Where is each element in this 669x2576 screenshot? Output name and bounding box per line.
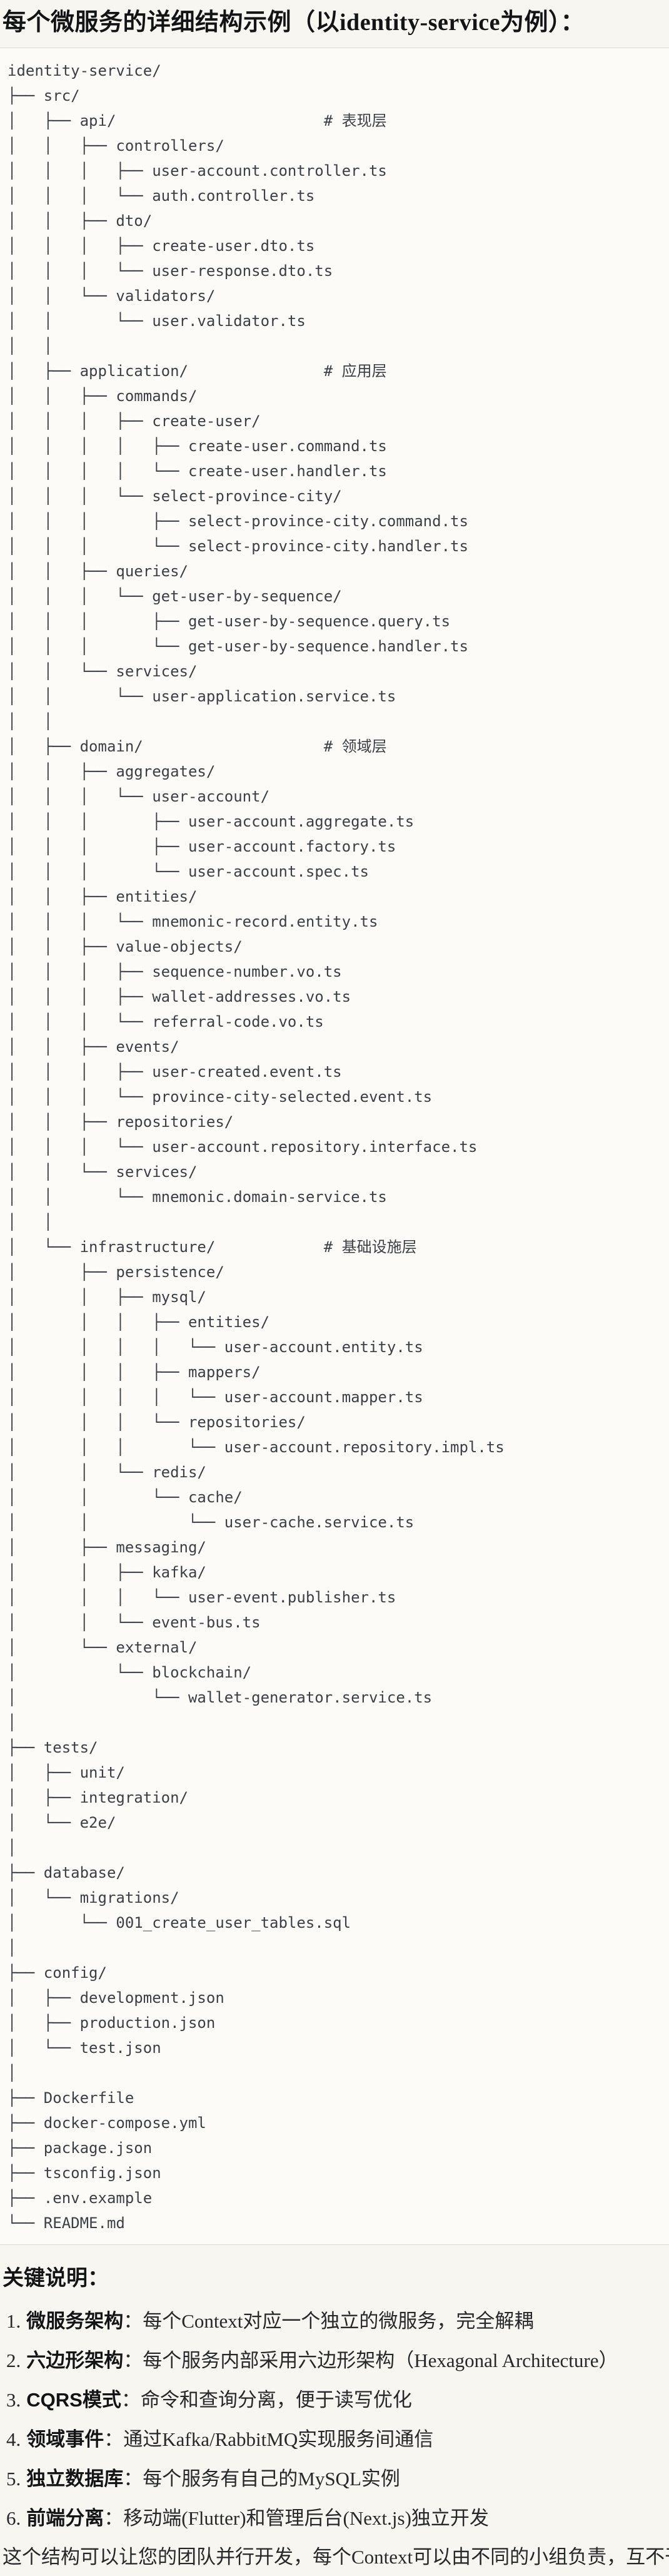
closing-paragraph: 这个结构可以让您的团队并行开发，每个Context可以由不同的小组负责，互不干扰… (3, 2546, 669, 2568)
note-text: 每个服务有自己的MySQL实例 (143, 2468, 400, 2490)
note-label: 独立数据库 (26, 2468, 124, 2490)
note-label: 前端分离 (26, 2507, 104, 2529)
note-number: 6. (6, 2507, 21, 2529)
note-text: 每个服务内部采用六边形架构（Hexagonal Architecture） (143, 2349, 618, 2371)
note-item-1: 1.微服务架构：每个Context对应一个独立的微服务，完全解耦 (3, 2311, 666, 2332)
note-text: 每个Context对应一个独立的微服务，完全解耦 (143, 2310, 534, 2332)
note-label: CQRS模式 (26, 2389, 121, 2411)
notes-heading: 关键说明： (3, 2267, 109, 2290)
note-number: 4. (6, 2428, 21, 2450)
note-number: 1. (6, 2310, 21, 2332)
note-label: 微服务架构 (26, 2310, 124, 2332)
note-item-3: 3.CQRS模式：命令和查询分离，便于读写优化 (3, 2390, 666, 2411)
note-item-2: 2.六边形架构：每个服务内部采用六边形架构（Hexagonal Architec… (3, 2350, 666, 2371)
note-colon: ： (123, 2468, 143, 2490)
note-text: 通过Kafka/RabbitMQ实现服务间通信 (123, 2428, 434, 2450)
note-text: 移动端(Flutter)和管理后台(Next.js)独立开发 (123, 2507, 489, 2529)
note-item-6: 6.前端分离：移动端(Flutter)和管理后台(Next.js)独立开发 (3, 2508, 666, 2529)
note-number: 2. (6, 2349, 21, 2371)
code-block: identity-service/ ├── src/ │ ├── api/ # … (0, 48, 669, 2245)
note-number: 5. (6, 2468, 21, 2490)
note-item-5: 5.独立数据库：每个服务有自己的MySQL实例 (3, 2468, 666, 2490)
note-colon: ： (123, 2349, 143, 2371)
note-label: 领域事件 (26, 2428, 104, 2450)
note-colon: ： (123, 2310, 143, 2332)
file-tree: identity-service/ ├── src/ │ ├── api/ # … (8, 62, 505, 2232)
page-title: 每个微服务的详细结构示例（以identity-service为例）： (3, 9, 585, 36)
note-item-4: 4.领域事件：通过Kafka/RabbitMQ实现服务间通信 (3, 2429, 666, 2450)
note-colon: ： (104, 2428, 124, 2450)
note-colon: ： (104, 2507, 124, 2529)
note-text: 命令和查询分离，便于读写优化 (140, 2389, 412, 2411)
note-label: 六边形架构 (26, 2349, 124, 2371)
note-colon: ： (121, 2389, 141, 2411)
note-number: 3. (6, 2389, 21, 2411)
